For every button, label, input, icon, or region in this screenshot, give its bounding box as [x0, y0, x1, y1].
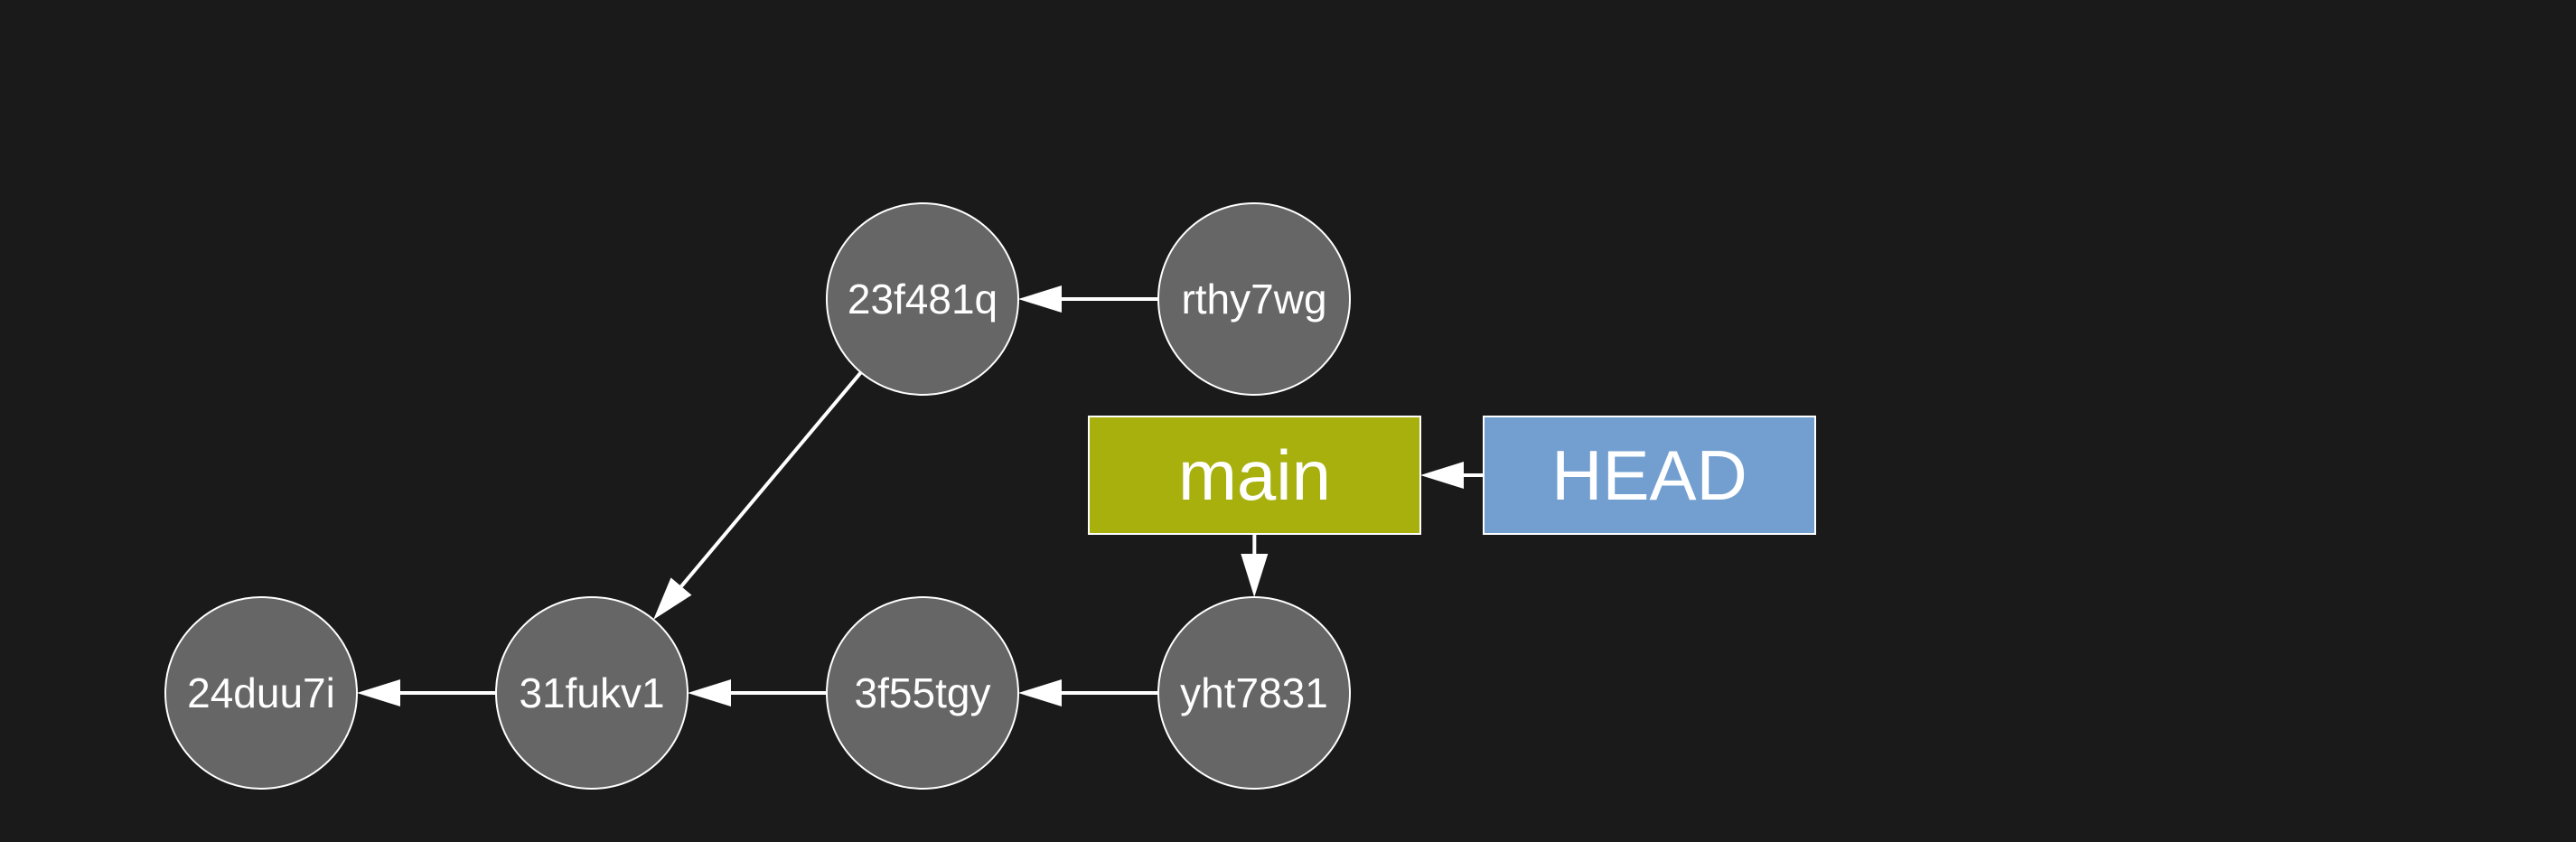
edges-layer [357, 285, 1484, 706]
commit-circle [1157, 596, 1351, 790]
ref-box [1088, 416, 1421, 535]
commit-label: 23f481q [848, 276, 998, 323]
edge-rthy7wg-to-23f481q [1018, 285, 1158, 313]
edge-main-to-yht7831 [1241, 533, 1269, 598]
edge-yht7831-to-3f55tgy [1018, 679, 1158, 706]
edge-line [679, 370, 863, 588]
commit-node-31fukv1[interactable]: 31fukv1 [495, 596, 688, 790]
branch-ref-main[interactable]: main [1088, 416, 1421, 535]
ref-box [1483, 416, 1816, 535]
commit-circle [826, 596, 1019, 790]
edge-23f481q-to-31fukv1 [653, 370, 863, 620]
ref-label: HEAD [1551, 435, 1747, 515]
head-ref[interactable]: HEAD [1483, 416, 1816, 535]
arrowhead [357, 679, 400, 706]
commit-node-yht7831[interactable]: yht7831 [1157, 596, 1351, 790]
commit-label: 31fukv1 [519, 669, 664, 716]
commit-circle [826, 202, 1019, 396]
commit-label: 3f55tgy [855, 669, 991, 716]
commit-label: 24duu7i [187, 669, 335, 716]
commit-circle [495, 596, 688, 790]
edge-3f55tgy-to-31fukv1 [688, 679, 827, 706]
nodes-layer: 24duu7i 31fukv1 3f55tgy yht7831 23f481q rthy7… [164, 202, 1816, 790]
arrowhead [1018, 679, 1062, 706]
edge-head-to-main [1420, 462, 1484, 489]
commit-node-24duu7i[interactable]: 24duu7i [164, 596, 358, 790]
commit-label: rthy7wg [1181, 276, 1326, 323]
commit-node-3f55tgy[interactable]: 3f55tgy [826, 596, 1019, 790]
edge-31fukv1-to-24duu7i [357, 679, 496, 706]
ref-label: main [1178, 435, 1331, 515]
commit-circle [164, 596, 358, 790]
arrowhead [1018, 285, 1062, 313]
commit-circle [1157, 202, 1351, 396]
arrowhead [688, 679, 731, 706]
commit-label: yht7831 [1180, 669, 1328, 716]
arrowhead [653, 577, 692, 620]
arrowhead [1241, 553, 1269, 598]
commit-node-rthy7wg[interactable]: rthy7wg [1157, 202, 1351, 396]
arrowhead [1420, 462, 1464, 489]
commit-node-23f481q[interactable]: 23f481q [826, 202, 1019, 396]
